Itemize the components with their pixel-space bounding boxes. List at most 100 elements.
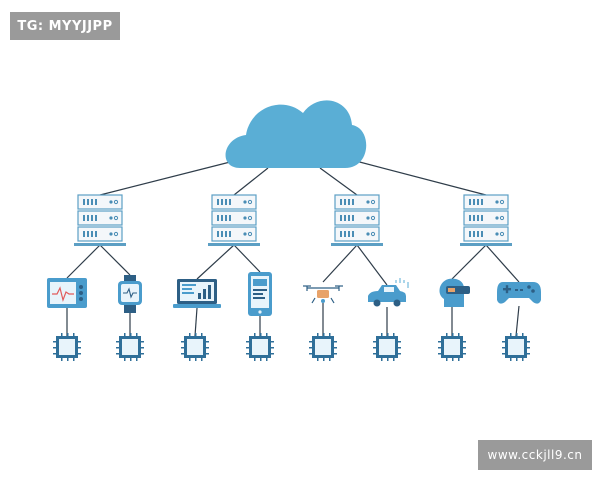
server-led (113, 231, 119, 237)
server-slot (217, 215, 219, 221)
server-slot (217, 231, 219, 237)
server-slot (87, 199, 89, 205)
edge-cloud-to-server-3 (319, 167, 358, 196)
chip-pin (116, 353, 119, 355)
server-slot (352, 199, 354, 205)
chip-pin (201, 333, 203, 336)
server-slot (473, 215, 475, 221)
chip-pin (502, 353, 505, 355)
server-slot (225, 199, 227, 205)
chip-pin (53, 353, 56, 355)
edge-server-2-to-tablet (233, 244, 261, 273)
chip-pin (438, 347, 441, 349)
edge-cloud-to-server-4 (351, 159, 487, 196)
server-unit (77, 194, 123, 210)
chip-pin (516, 333, 518, 336)
server-base (331, 243, 383, 246)
server-unit (463, 226, 509, 242)
server-slot (229, 199, 231, 205)
chip-pin (141, 347, 144, 349)
chip-core (508, 339, 524, 355)
microchip-icon (181, 333, 209, 361)
server-led (495, 232, 499, 236)
server-unit (77, 210, 123, 226)
chip-pin (53, 347, 56, 349)
chip-pin (522, 358, 524, 361)
server-led (247, 215, 253, 221)
chip-pin (246, 353, 249, 355)
server-unit (334, 210, 380, 226)
chip-pin (502, 347, 505, 349)
microchip-icon (246, 333, 274, 361)
edge-cloud-to-server-1 (99, 159, 239, 196)
chip-pin (260, 358, 262, 361)
server-unit (463, 210, 509, 226)
microchip-icon (502, 333, 530, 361)
chip-pin (387, 333, 389, 336)
chip-pin (309, 353, 312, 355)
server-unit (211, 194, 257, 210)
server-led (109, 216, 113, 220)
chip-pin (271, 353, 274, 355)
server-unit (463, 194, 509, 210)
server-slot (340, 231, 342, 237)
chip-pin (463, 353, 466, 355)
server-led (366, 216, 370, 220)
server-led (495, 200, 499, 204)
edge-server-4-to-gamepad (485, 244, 520, 283)
chip-pin (206, 353, 209, 355)
edge-server-3-to-smart-car (356, 244, 388, 286)
heart-monitor-icon (47, 278, 87, 308)
chip-pin (181, 353, 184, 355)
chip-pin (130, 333, 132, 336)
server-slot (477, 215, 479, 221)
chip-pin (78, 341, 81, 343)
server-slot (469, 231, 471, 237)
chip-pin (61, 333, 63, 336)
chip-pin (317, 333, 319, 336)
smartwatch-icon (118, 275, 142, 313)
laptop-chart-icon (173, 279, 221, 308)
chip-pin (398, 341, 401, 343)
edge-server-1-to-smartwatch (99, 244, 131, 276)
server-unit (77, 226, 123, 242)
server-led (243, 216, 247, 220)
server-rack-icon (460, 194, 512, 246)
server-slot (344, 215, 346, 221)
server-slot (348, 215, 350, 221)
chip-pin (334, 353, 337, 355)
chip-pin (201, 358, 203, 361)
chip-pin (446, 358, 448, 361)
chip-pin (329, 333, 331, 336)
server-slot (217, 199, 219, 205)
server-slot (477, 199, 479, 205)
chip-core (122, 339, 138, 355)
server-slot (225, 231, 227, 237)
edge-server-4-to-vr-headset (451, 244, 487, 280)
server-rack-icon (331, 194, 383, 246)
edge-server-2-to-laptop (196, 244, 235, 280)
server-led (499, 231, 505, 237)
chip-pin (78, 353, 81, 355)
server-led (499, 199, 505, 205)
chip-pin (136, 358, 138, 361)
server-led (366, 200, 370, 204)
server-slot (95, 231, 97, 237)
server-slot (348, 231, 350, 237)
chip-pin (78, 347, 81, 349)
chip-pin (510, 333, 512, 336)
microchip-icon (373, 333, 401, 361)
server-led (113, 199, 119, 205)
chip-pin (206, 347, 209, 349)
server-slot (473, 199, 475, 205)
server-led (370, 199, 376, 205)
server-slot (469, 215, 471, 221)
server-led (366, 232, 370, 236)
chip-pin (323, 333, 325, 336)
chip-pin (381, 358, 383, 361)
microchip-icon (309, 333, 337, 361)
server-led (495, 216, 499, 220)
chip-pin (527, 353, 530, 355)
chip-pin (141, 353, 144, 355)
watermark-top-label: TG: MYYJJPP (10, 12, 120, 40)
